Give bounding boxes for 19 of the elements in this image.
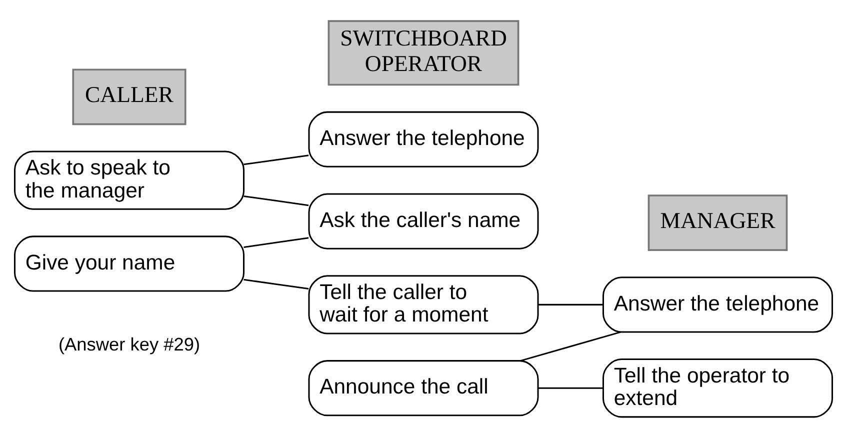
node-box: Answer the telephone [602, 276, 834, 333]
node-box: Announce the call [308, 360, 539, 416]
connector [538, 304, 603, 306]
label: (Answer key #29) [58, 334, 200, 354]
node-box: SWITCHBOARD OPERATOR [328, 20, 520, 86]
node-box: Tell the caller to wait for a moment [308, 275, 539, 334]
connector [538, 387, 603, 389]
node-box: CALLER [72, 68, 186, 126]
node-box: Give your name [14, 236, 245, 292]
node-box: Ask to speak to the manager [14, 150, 245, 210]
connector [244, 278, 309, 290]
node-box: Tell the operator to extend [602, 358, 834, 418]
node-box: Answer the telephone [308, 111, 539, 168]
connector [244, 154, 309, 166]
connector [244, 237, 309, 248]
node-box: MANAGER [648, 194, 788, 251]
connector [244, 195, 309, 206]
node-box: Ask the caller's name [308, 193, 539, 250]
connector [520, 331, 621, 362]
